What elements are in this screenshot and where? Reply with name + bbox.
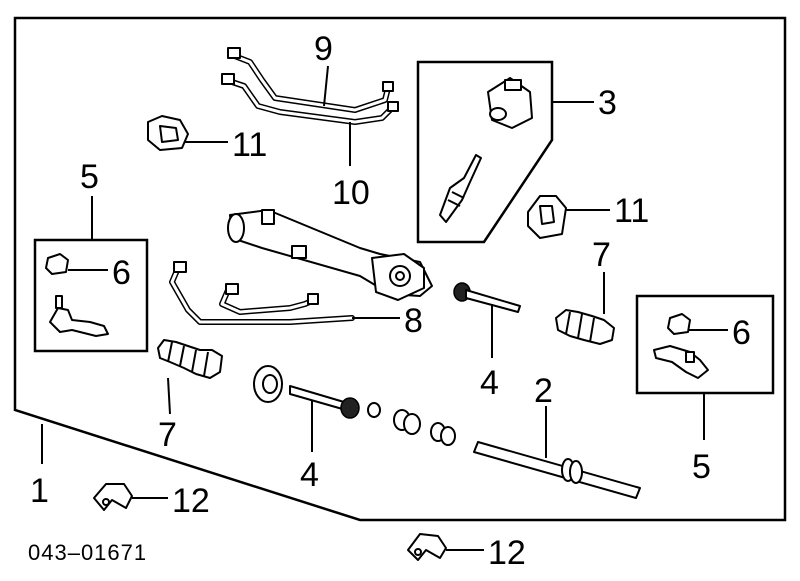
part-3-box xyxy=(416,60,554,244)
bushing-11-right xyxy=(527,195,567,239)
clamp-12-right xyxy=(407,533,447,561)
boot-7-right xyxy=(555,309,615,345)
label-part-1: 1 xyxy=(30,472,49,510)
pinion-valve-part-3 xyxy=(439,77,533,223)
label-part-11-left: 11 xyxy=(232,126,267,164)
label-part-3: 3 xyxy=(598,84,617,122)
rack-shaft-part-2 xyxy=(473,441,641,499)
pipe-assembly-upper xyxy=(221,47,399,125)
part-5-right-box xyxy=(635,294,775,395)
label-part-10: 10 xyxy=(332,174,370,212)
assembly-frame xyxy=(13,16,787,522)
tie-rod-end-5-right xyxy=(653,345,709,379)
bearing-ring xyxy=(253,365,283,403)
nut-6-left xyxy=(45,253,69,275)
label-part-5-right: 5 xyxy=(692,448,711,486)
label-part-4-lower: 4 xyxy=(300,456,319,494)
inner-tie-rod-4-lower xyxy=(289,385,360,419)
inner-tie-rod-4-upper xyxy=(453,282,521,313)
nut-6-right xyxy=(667,313,691,335)
clamp-12-left xyxy=(93,483,133,511)
label-part-4-upper: 4 xyxy=(480,364,499,402)
label-part-7-left: 7 xyxy=(158,416,177,454)
label-part-9: 9 xyxy=(314,30,333,68)
label-part-12-left: 12 xyxy=(172,482,210,520)
catalog-code: 043–01671 xyxy=(28,540,147,565)
pipe-assembly-lower xyxy=(169,261,355,325)
label-part-7-right: 7 xyxy=(592,236,611,274)
tie-rod-end-5-left xyxy=(49,295,109,337)
label-part-5-left: 5 xyxy=(80,158,99,196)
washers-and-bushings xyxy=(367,402,456,446)
label-part-6-left: 6 xyxy=(112,254,131,292)
label-part-6-right: 6 xyxy=(732,314,751,352)
label-part-8: 8 xyxy=(404,302,423,340)
label-part-12-right: 12 xyxy=(488,534,526,572)
label-part-2: 2 xyxy=(534,372,553,410)
rack-housing xyxy=(227,209,433,301)
boot-7-left xyxy=(157,339,223,379)
bushing-11-left xyxy=(147,115,189,151)
leader-lines xyxy=(41,65,728,551)
label-part-11-right: 11 xyxy=(614,192,649,230)
